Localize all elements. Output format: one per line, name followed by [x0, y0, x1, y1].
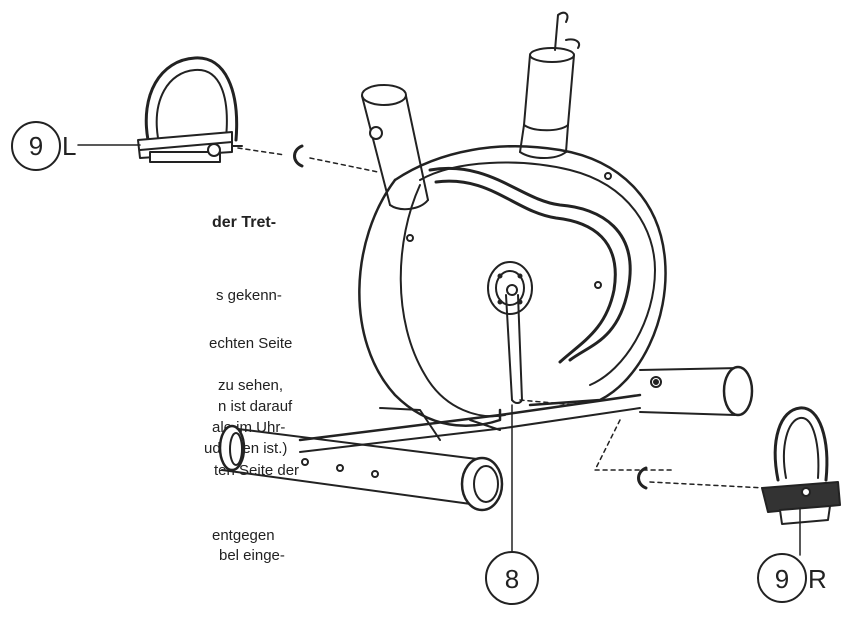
crank-arm [505, 294, 523, 401]
rear-foot-tube [639, 365, 754, 417]
seat-post [361, 84, 429, 211]
callout-9R: 9 R [757, 553, 827, 603]
instruction-line: s gekenn- [216, 287, 282, 304]
crank-nut-left [293, 144, 304, 168]
callout-9L: 9 L [11, 121, 76, 171]
left-pedal [137, 56, 243, 163]
crank-nut-right [637, 466, 648, 490]
right-pedal [761, 406, 841, 525]
crank-hub [487, 261, 533, 315]
callout-9R-number: 9 [775, 564, 789, 594]
callout-9R-side: R [808, 564, 827, 594]
callout-8-number: 8 [505, 564, 519, 594]
callout-9L-side: L [62, 131, 76, 161]
callout-8: 8 [485, 551, 539, 605]
flywheel-housing [358, 145, 667, 427]
handlebar-post [519, 11, 581, 159]
instruction-line: bel einge- [219, 547, 285, 564]
base-frame [298, 393, 642, 453]
instruction-line: echten Seite [209, 335, 293, 352]
instruction-line: zu sehen, [218, 377, 284, 394]
instruction-line: n ist darauf [218, 398, 293, 415]
instruction-line: der Tret- [212, 214, 277, 231]
instruction-line: entgegen [212, 527, 275, 544]
callout-9L-number: 9 [29, 131, 43, 161]
front-foot-tube [218, 424, 504, 512]
